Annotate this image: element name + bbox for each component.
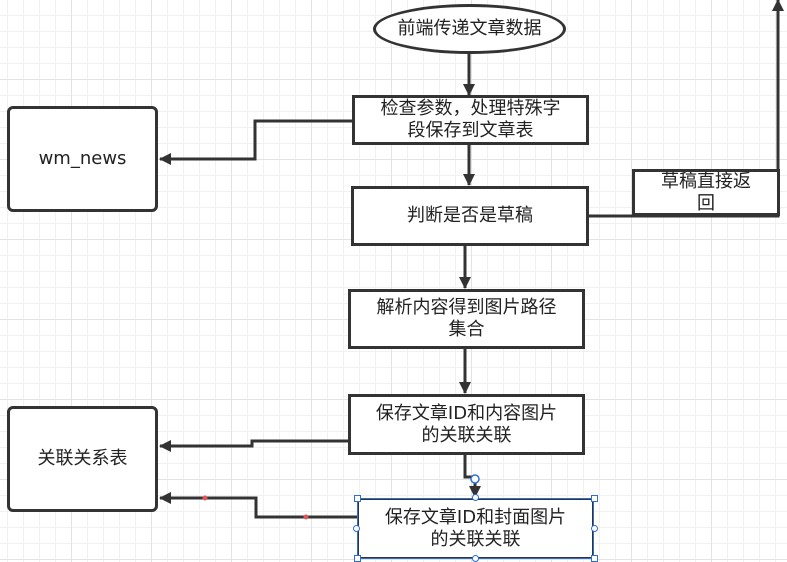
- resize-handle-bottom-center[interactable]: [472, 555, 479, 562]
- connection-handle: [470, 474, 480, 484]
- draft-return-label: 草稿直接返 回: [661, 170, 751, 214]
- resize-handle-middle-left[interactable]: [353, 525, 360, 532]
- relation-table-label: 关联关系表: [37, 448, 128, 469]
- waypoint-dot: [202, 495, 208, 501]
- edge-judge-to-draft-return: [589, 0, 784, 218]
- save-cover-images-node[interactable]: 保存文章ID和封面图片 的关联关联: [357, 498, 594, 559]
- resize-handle-middle-right[interactable]: [591, 525, 598, 532]
- parse-content-node[interactable]: 解析内容得到图片路径 集合: [348, 289, 585, 349]
- resize-handle-bottom-right[interactable]: [591, 555, 598, 562]
- edge-check-to-wm-news: [159, 119, 352, 165]
- resize-handle-top-left[interactable]: [354, 495, 361, 502]
- save-cover-images-label: 保存文章ID和封面图片 的关联关联: [384, 506, 567, 550]
- parse-content-label: 解析内容得到图片路径 集合: [376, 297, 557, 340]
- edge-save-cover-to-relation: [159, 492, 357, 519]
- resize-handle-top-right[interactable]: [591, 495, 598, 502]
- edge-save-content-to-save-cover: [463, 455, 481, 498]
- check-params-node[interactable]: 检查参数，处理特殊字 段保存到文章表: [352, 95, 589, 145]
- start-node-label: 前端传递文章数据: [397, 18, 542, 39]
- draft-return-node[interactable]: 草稿直接返 回: [632, 169, 780, 216]
- wm-news-table-node[interactable]: wm_news: [7, 106, 158, 212]
- save-content-images-node[interactable]: 保存文章ID和内容图片 的关联关联: [348, 394, 585, 455]
- save-content-images-label: 保存文章ID和内容图片 的关联关联: [375, 402, 558, 446]
- resize-handle-top-center[interactable]: [472, 494, 479, 501]
- check-params-label: 检查参数，处理特殊字 段保存到文章表: [380, 98, 561, 141]
- start-node[interactable]: 前端传递文章数据: [373, 4, 566, 54]
- resize-handle-bottom-left[interactable]: [354, 555, 361, 562]
- wm-news-label: wm_news: [38, 148, 127, 169]
- edge-save-content-to-relation: [159, 439, 348, 452]
- relation-table-node[interactable]: 关联关系表: [7, 406, 158, 512]
- judge-draft-label: 判断是否是草稿: [407, 205, 533, 226]
- waypoint-dot: [303, 514, 309, 520]
- judge-draft-node[interactable]: 判断是否是草稿: [351, 186, 589, 246]
